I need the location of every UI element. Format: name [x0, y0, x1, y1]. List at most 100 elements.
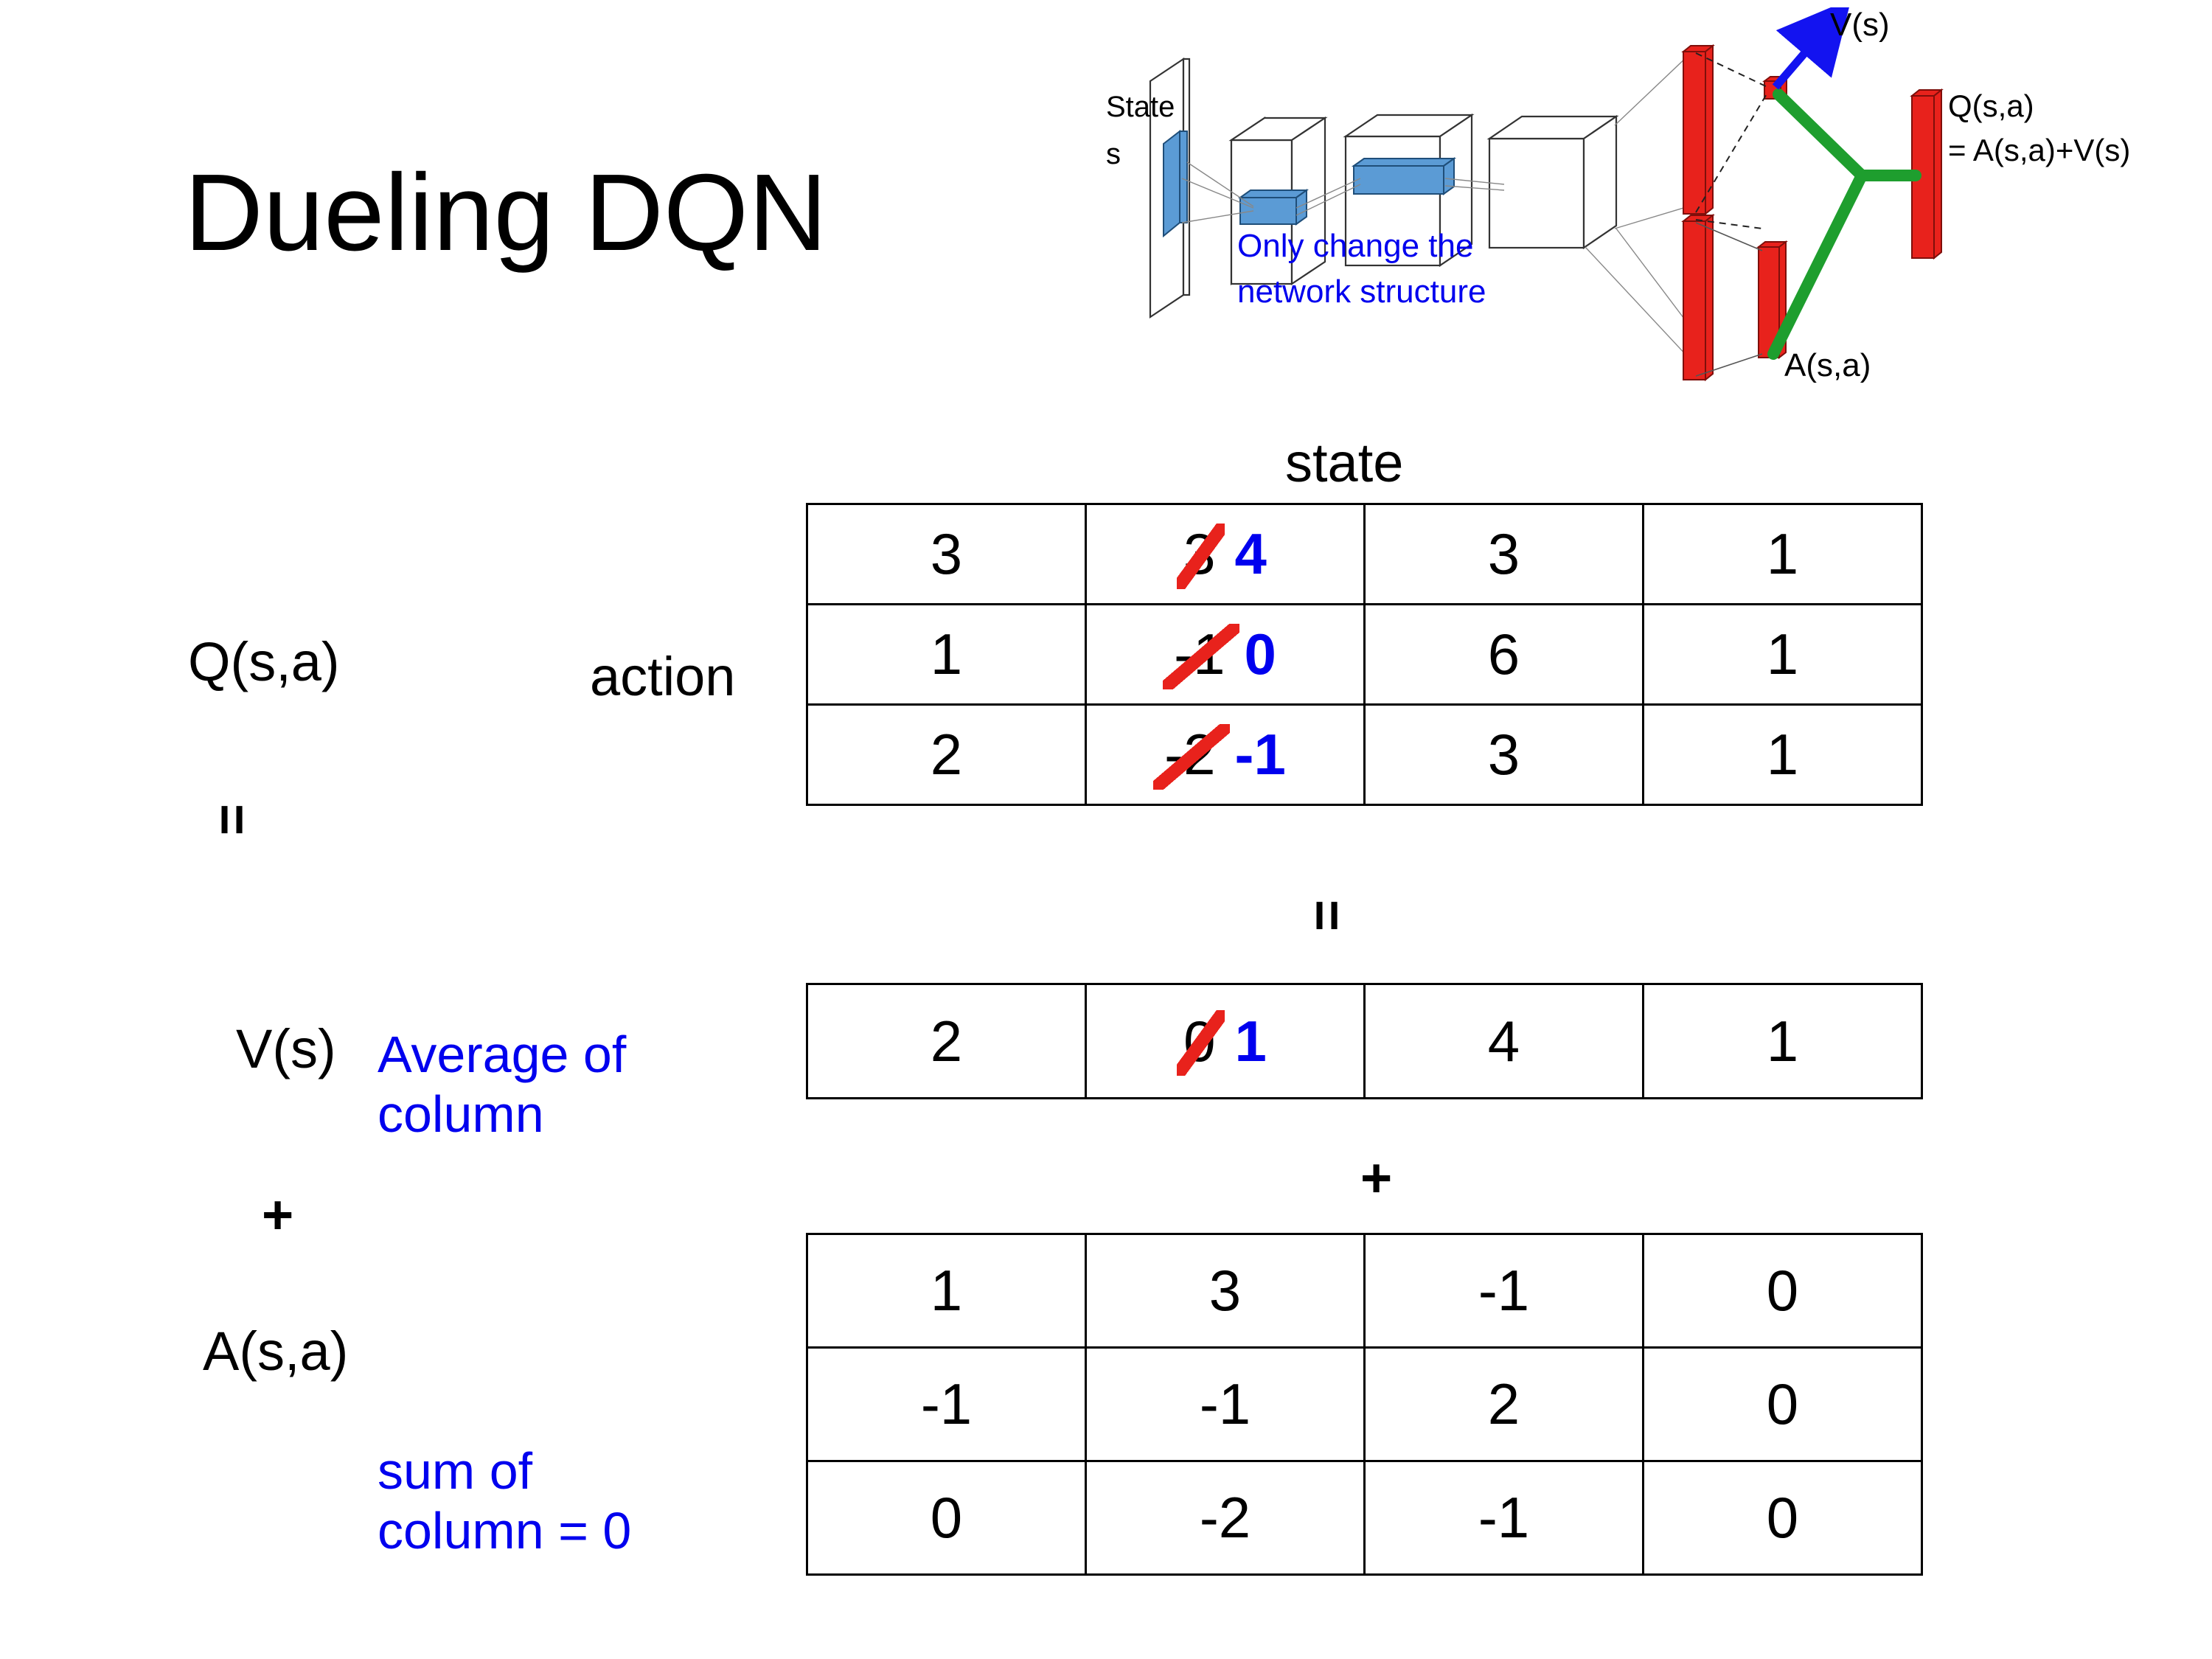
diagram-note-line1: Only change the [1237, 228, 1473, 264]
connection-lines [1181, 55, 1689, 358]
cell-value: 2 [930, 1008, 963, 1074]
table-cell[interactable]: 4 [1363, 983, 1644, 1099]
table-cell[interactable]: 1 [1642, 983, 1923, 1099]
cell-value: 4 [1487, 1008, 1520, 1074]
table-row: 2 -2-1 3 1 [806, 703, 1923, 806]
table-cell[interactable]: 3 [1085, 1233, 1366, 1349]
cell-value: 6 [1487, 622, 1520, 686]
cell-value: 1 [1766, 521, 1799, 586]
struck-old-value: -1 [1162, 622, 1240, 689]
table-cell[interactable]: -2 [1085, 1460, 1366, 1576]
cell-value: -2 [1199, 1485, 1251, 1550]
page-title: Dueling DQN [184, 152, 827, 274]
cell-value: 1 [1766, 722, 1799, 787]
corrected-new-value: 1 [1234, 1008, 1267, 1074]
cell-value: 3 [1487, 521, 1520, 586]
corrected-new-value: 4 [1234, 521, 1267, 586]
value-stream-bar-icon [1681, 44, 1715, 216]
conv-layer-3-icon [1486, 114, 1619, 250]
table-cell[interactable]: 1 [806, 603, 1087, 706]
sum-of-column-note: sum of column = 0 [378, 1441, 631, 1561]
advantage-links [1695, 222, 1763, 377]
cell-value: 2 [1487, 1371, 1520, 1436]
cell-value: 1 [1766, 622, 1799, 686]
diagram-state-label-line2: s [1106, 138, 1121, 170]
diagram-output-q-label-line1: Q(s,a) [1948, 88, 2034, 123]
table-cell[interactable]: -2-1 [1085, 703, 1366, 806]
plus-sign-left: + [262, 1184, 294, 1245]
table-cell[interactable]: 3 [1363, 703, 1644, 806]
table-cell[interactable]: 2 [806, 983, 1087, 1099]
dueling-network-diagram: State s V(s) A(s,a) Q(s,a) = A(s,a)+V(s)… [1106, 7, 2197, 406]
diagram-output-v-label: V(s) [1830, 7, 1890, 43]
table-row: -1 -1 2 0 [806, 1346, 1923, 1462]
table-cell[interactable]: 2 [806, 703, 1087, 806]
diagram-output-q-label-line2: = A(s,a)+V(s) [1948, 133, 2130, 167]
table-cell[interactable]: -1 [806, 1346, 1087, 1462]
table-cell[interactable]: 1 [1642, 503, 1923, 605]
table-cell[interactable]: 3 [806, 503, 1087, 605]
q-output-bar-icon [1910, 88, 1944, 260]
diagram-state-label-line1: State [1106, 91, 1175, 123]
table-cell[interactable]: 0 [1642, 1346, 1923, 1462]
cell-value: -1 [1199, 1371, 1251, 1436]
network-diagram-svg: State s V(s) A(s,a) Q(s,a) = A(s,a)+V(s)… [1106, 7, 2130, 383]
corrected-new-value: -1 [1234, 722, 1286, 787]
plus-sign-between-tables: + [1360, 1147, 1393, 1208]
table-cell[interactable]: -1 [1363, 1233, 1644, 1349]
table-cell[interactable]: -1 [1085, 1346, 1366, 1462]
cell-value: -1 [920, 1371, 973, 1436]
table-cell[interactable]: 6 [1363, 603, 1644, 706]
table-cell[interactable]: 0 [1642, 1233, 1923, 1349]
cell-value: 0 [930, 1485, 963, 1550]
struck-old-value: -2 [1152, 722, 1231, 790]
a-function-label: A(s,a) [203, 1321, 349, 1382]
value-dashed-links [1695, 52, 1768, 229]
action-axis-label: action [590, 646, 736, 707]
green-merge-icon [1767, 88, 1921, 360]
corrected-new-value: 0 [1244, 622, 1276, 686]
table-row: 1 3 -1 0 [806, 1233, 1923, 1349]
cell-value: 1 [1766, 1008, 1799, 1074]
cell-value: 2 [930, 722, 963, 787]
table-cell[interactable]: 3 [1363, 503, 1644, 605]
equals-sign-left: = [202, 804, 263, 836]
cell-value: 1 [930, 1258, 963, 1323]
cell-value: 1 [930, 622, 963, 686]
cell-value: 3 [930, 521, 963, 586]
table-cell[interactable]: 2 [1363, 1346, 1644, 1462]
q-function-label: Q(s,a) [188, 631, 340, 692]
cell-value: 0 [1766, 1485, 1799, 1550]
diagram-note-line2: network structure [1237, 274, 1486, 310]
sum-note-line2: column = 0 [378, 1502, 632, 1560]
cell-value: 3 [1487, 722, 1520, 787]
equals-sign-between-tables: = [1297, 900, 1358, 932]
advantage-stream-bar-icon [1681, 213, 1715, 382]
table-cell[interactable]: 0 [1642, 1460, 1923, 1576]
cell-value: -1 [1478, 1485, 1530, 1550]
table-cell[interactable]: 1 [1642, 703, 1923, 806]
conv-patch-2-icon [1351, 157, 1457, 195]
sum-note-line1: sum of [378, 1442, 533, 1500]
cell-value: -1 [1478, 1258, 1530, 1323]
table-cell[interactable]: 1 [1642, 603, 1923, 706]
table-cell[interactable]: 0 [806, 1460, 1087, 1576]
table-cell[interactable]: -1 [1363, 1460, 1644, 1576]
diagram-output-a-label: A(s,a) [1784, 347, 1871, 383]
average-note-line2: column [378, 1085, 544, 1144]
table-row: 0 -2 -1 0 [806, 1460, 1923, 1576]
struck-old-value: 0 [1176, 1008, 1225, 1077]
table-cell[interactable]: 1 [806, 1233, 1087, 1349]
state-axis-label: state [1285, 432, 1404, 493]
